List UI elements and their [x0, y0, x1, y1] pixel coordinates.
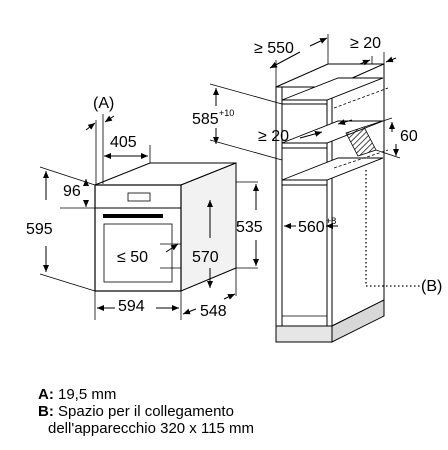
dim-585-sup: +10: [219, 108, 234, 118]
dim-96: 96: [63, 183, 81, 200]
oven-drawing: [94, 162, 258, 292]
legend-key-a: A:: [38, 386, 54, 403]
label-a-paren: (A): [93, 95, 114, 112]
dim-50: ≤ 50: [117, 249, 148, 266]
oven-front-face: [94, 184, 182, 292]
dim-535: 535: [236, 219, 263, 236]
dim-570: 570: [192, 249, 219, 266]
dim-560-sup: +8: [326, 216, 336, 226]
dim-548: 548: [200, 303, 227, 320]
dim-550: ≥ 550: [254, 40, 294, 57]
cabinet-left-panel: [275, 86, 283, 327]
dim-20-mid: ≥ 20: [258, 128, 289, 145]
label-b-paren: (B): [421, 278, 442, 295]
oven-handle: [103, 214, 163, 218]
cabinet-right-panel: [326, 86, 333, 327]
dim-560: 560: [298, 219, 325, 236]
dim-60: 60: [400, 128, 418, 145]
legend: A: 19,5 mm B: Spazio per il collegamento…: [38, 386, 254, 437]
legend-text-a: 19,5 mm: [58, 386, 117, 403]
oven-display: [127, 192, 151, 202]
dim-405: 405: [110, 134, 137, 151]
dim-595: 595: [26, 221, 53, 238]
legend-text-b-2: dell'apparecchio 320 x 115 mm: [48, 420, 255, 437]
dim-594: 594: [118, 298, 145, 315]
legend-row-a: A: 19,5 mm: [38, 386, 254, 403]
dim-20-top: ≥ 20: [350, 35, 381, 52]
legend-row-b: B: Spazio per il collegamento: [38, 403, 254, 420]
legend-text-b-1: Spazio per il collegamento: [58, 403, 234, 420]
legend-row-b-2: dell'apparecchio 320 x 115 mm: [38, 420, 254, 437]
oven-side-face: [180, 162, 237, 292]
cabinet-right-side: [331, 63, 385, 327]
cabinet-plinth: [275, 325, 333, 343]
dim-585: 585: [192, 111, 219, 128]
legend-key-b: B:: [38, 403, 54, 420]
cabinet-drawing: [275, 63, 389, 343]
